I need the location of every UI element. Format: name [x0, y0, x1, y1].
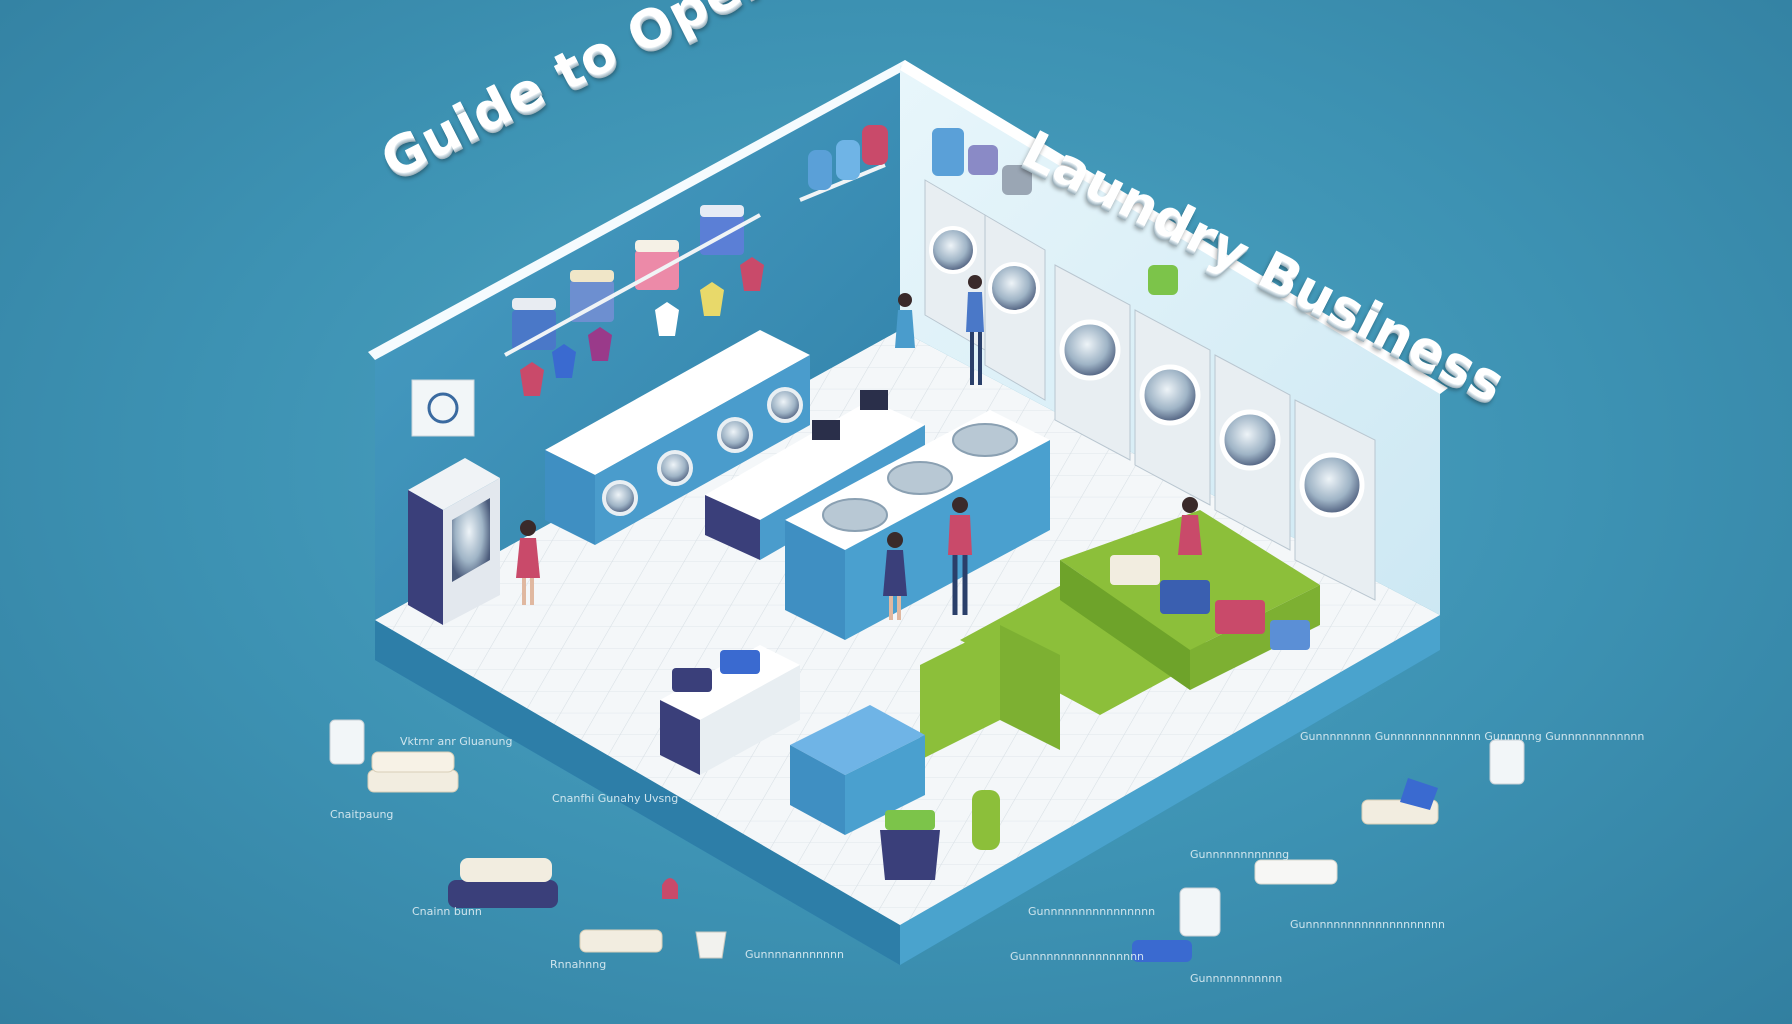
wall-sign — [411, 379, 475, 437]
caption: Cnaitpaung — [330, 808, 394, 821]
folded-stack — [1110, 555, 1310, 650]
washer-counter-row — [545, 330, 810, 545]
folded-towels-icon — [1132, 940, 1192, 962]
caption: Rnnahnng — [550, 958, 607, 971]
caption: Gunnnnnnnnnnnnnnnnnnnn — [1290, 918, 1445, 931]
caption: Vktrnr anr Gluanung — [400, 735, 513, 748]
customer-figure — [516, 520, 540, 605]
folded-towels-icon — [1254, 859, 1338, 885]
caption: Gunnnnannnnnnn — [745, 948, 844, 961]
detergent-drum — [932, 128, 1178, 295]
caption: Gunnnnnnnnnnnnnnnn — [1028, 905, 1156, 918]
front-table — [790, 705, 925, 835]
caption: Gunnnnnnnnnnng — [1190, 848, 1290, 861]
washer-door — [602, 387, 803, 516]
washer-machine — [1054, 264, 1131, 461]
customer-figure — [966, 275, 984, 385]
iron-icon — [1400, 778, 1438, 810]
room-base — [375, 615, 1440, 965]
laundry-basket — [880, 790, 1000, 880]
left-wall — [368, 60, 912, 620]
folded-towels-icon — [448, 858, 558, 908]
folded-stack — [512, 298, 556, 350]
caption: Cnainn bunn — [412, 905, 482, 918]
customer-figure — [948, 497, 972, 615]
folded-towels-icon — [579, 929, 663, 953]
caption: Gunnnnnnnn Gunnnnnnnnnnnnn Gunnnnng Gunn… — [1300, 730, 1645, 743]
washer-machine — [984, 214, 1046, 401]
caption: Cnanfhi Gunahy Uvsng — [552, 792, 679, 805]
scale-icon — [1179, 887, 1221, 937]
display-shelf — [660, 645, 800, 775]
customer-figure — [1178, 497, 1202, 555]
customer-figure — [883, 532, 907, 620]
caption: Gunnnnnnnnnnn — [1190, 972, 1283, 985]
folded-stack — [700, 205, 744, 255]
wall-shelves — [411, 125, 888, 437]
basket-icon — [695, 931, 727, 959]
monitor — [812, 390, 888, 440]
spray-bottle-icon — [662, 878, 678, 899]
folded-towels-icon — [367, 751, 459, 793]
badge-icon — [1489, 739, 1525, 785]
washer-machine — [1134, 309, 1211, 506]
washer-machine — [1294, 399, 1376, 601]
customer-figure — [895, 293, 915, 348]
washer-machine — [1214, 354, 1291, 551]
hanging-shirt — [520, 257, 764, 396]
lounge-area — [920, 510, 1320, 760]
kiosk-machine — [408, 458, 500, 625]
detergent-bottle — [808, 125, 888, 190]
caption: Gunnnnnnnnnnnnnnnnn — [1010, 950, 1145, 963]
calculator-icon — [329, 719, 365, 765]
